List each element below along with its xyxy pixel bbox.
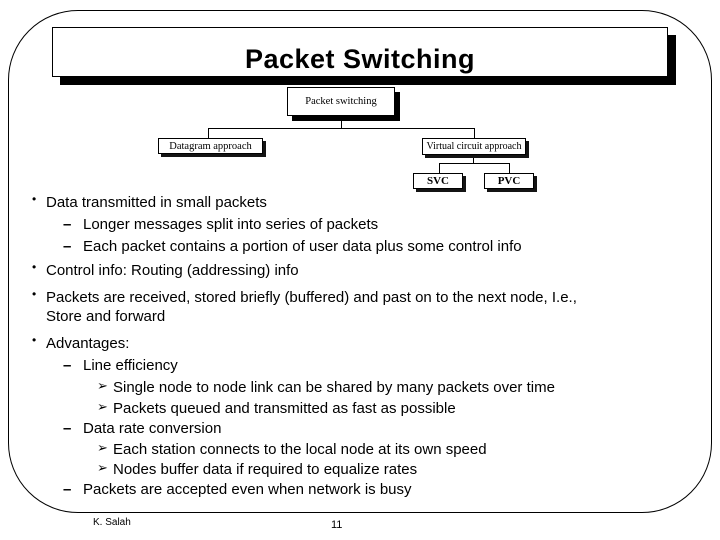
connector-line	[509, 163, 510, 173]
diagram-node-label: SVC	[426, 175, 449, 187]
bullet-line: ➢ Each station connects to the local nod…	[30, 441, 710, 458]
diagram-node-label: Virtual circuit approach	[426, 141, 522, 152]
arrow-bullet-icon: ➢	[97, 441, 108, 456]
arrow-bullet-icon: ➢	[97, 400, 108, 415]
bullet-line: – Data rate conversion	[30, 420, 710, 437]
slide-title: Packet Switching	[244, 43, 476, 74]
bullet-icon: •	[32, 192, 37, 206]
bullet-icon: •	[32, 287, 37, 301]
connector-line	[439, 163, 440, 173]
bullet-text: Each station connects to the local node …	[113, 441, 487, 458]
connector-line	[208, 128, 209, 139]
bullet-text: Packets queued and transmitted as fast a…	[113, 400, 456, 417]
bullet-line: – Each packet contains a portion of user…	[30, 238, 710, 255]
bullet-line: – Longer messages split into series of p…	[30, 216, 710, 233]
connector-line	[473, 158, 474, 164]
diagram-node-svc: SVC	[413, 173, 463, 189]
bullet-text: Store and forward	[46, 308, 166, 325]
diagram-node-root: Packet switching	[287, 87, 395, 116]
bullet-text: Control info: Routing (addressing) info	[46, 262, 299, 279]
bullet-line: – Packets are accepted even when network…	[30, 481, 710, 498]
slide-border	[8, 10, 712, 513]
connector-line	[439, 163, 510, 164]
bullet-line: • Advantages:	[30, 333, 710, 352]
bullet-line: • Control info: Routing (addressing) inf…	[30, 260, 710, 279]
dash-icon: –	[63, 357, 72, 374]
bullet-text: Longer messages split into series of pac…	[83, 216, 379, 233]
diagram-node-pvc: PVC	[484, 173, 534, 189]
diagram-node-datagram: Datagram approach	[158, 138, 263, 154]
diagram-node-virtual-circuit: Virtual circuit approach	[422, 138, 526, 155]
title-bar: Packet Switching	[52, 27, 668, 77]
bullet-text: Line efficiency	[83, 357, 178, 374]
bullet-text: Data transmitted in small packets	[46, 194, 267, 211]
dash-icon: –	[63, 481, 72, 498]
footer-author: K. Salah	[93, 517, 131, 528]
bullet-text: Packets are received, stored briefly (bu…	[46, 289, 577, 306]
diagram-node-label: Packet switching	[305, 96, 377, 107]
dash-icon: –	[63, 238, 72, 255]
bullet-icon: •	[32, 333, 37, 347]
connector-line	[208, 128, 475, 129]
bullet-line: Store and forward	[30, 308, 710, 325]
diagram-node-label: PVC	[497, 175, 521, 187]
arrow-bullet-icon: ➢	[97, 461, 108, 476]
bullet-line: • Data transmitted in small packets	[30, 192, 710, 211]
bullet-line: ➢ Nodes buffer data if required to equal…	[30, 461, 710, 478]
bullet-text: Nodes buffer data if required to equaliz…	[113, 461, 418, 478]
bullet-text: Each packet contains a portion of user d…	[83, 238, 522, 255]
page-number: 11	[331, 519, 343, 531]
bullet-line: – Line efficiency	[30, 357, 710, 374]
dash-icon: –	[63, 216, 72, 233]
bullet-text: Single node to node link can be shared b…	[113, 379, 555, 396]
bullet-line: ➢ Single node to node link can be shared…	[30, 379, 710, 396]
bullet-icon: •	[32, 260, 37, 274]
dash-icon: –	[63, 420, 72, 437]
arrow-bullet-icon: ➢	[97, 379, 108, 394]
connector-line	[474, 128, 475, 139]
bullet-line: • Packets are received, stored briefly (…	[30, 287, 710, 306]
diagram-node-label: Datagram approach	[169, 140, 252, 152]
bullet-line: ➢ Packets queued and transmitted as fast…	[30, 400, 710, 417]
connector-line	[341, 116, 342, 128]
bullet-text: Data rate conversion	[83, 420, 222, 437]
bullet-text: Advantages:	[46, 335, 130, 352]
bullet-text: Packets are accepted even when network i…	[83, 481, 412, 498]
